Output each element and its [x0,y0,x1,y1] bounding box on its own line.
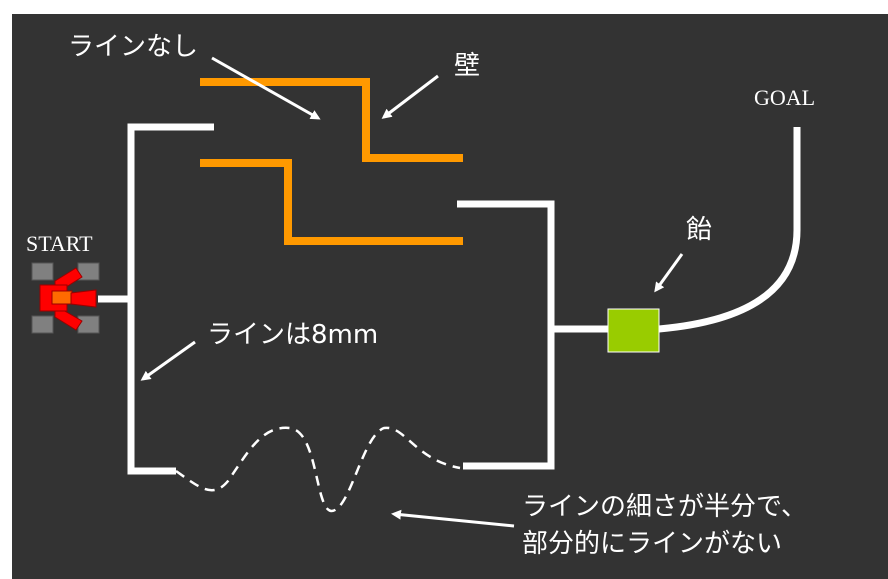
line-goal-curve [658,127,801,333]
diagram-canvas: ラインなし 壁 GOAL START 飴 ラインは8mm ラインの細さが半分で、… [12,14,888,579]
line-left-loop [127,123,214,475]
label-wall: 壁 [454,51,481,81]
line-right-loop [457,200,555,470]
arrow-thin-line [391,509,515,528]
label-line-width: ラインは8mm [207,320,379,350]
label-thin-line-2: 部分的にラインがない [522,529,783,559]
line-thin-dashed [175,426,461,513]
arrow-candy [654,253,684,293]
course-map [31,56,801,528]
label-start: START [26,231,93,256]
label-candy: 飴 [686,215,713,245]
label-line-none: ラインなし [68,32,199,62]
robot-car-icon [31,262,100,334]
wall-bottom [200,159,463,245]
wall-top [200,78,463,162]
candy-square-icon [607,308,660,353]
arrow-line-width [140,340,196,381]
arrow-wall [381,74,439,119]
arrow-line-none [211,56,321,120]
label-goal: GOAL [754,85,816,110]
label-thin-line-1: ラインの細さが半分で、 [522,492,807,522]
